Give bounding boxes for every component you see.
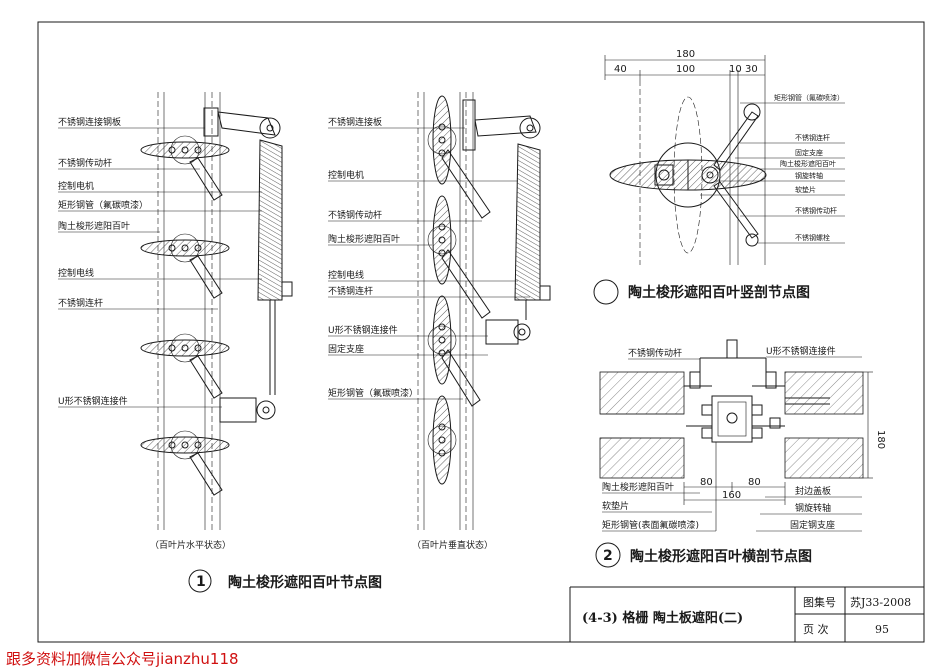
label-control-motor: 控制电机: [58, 180, 94, 192]
sheet-frame: [37, 21, 925, 643]
dim-10: 10: [729, 64, 742, 75]
fig1-number: 1: [196, 574, 206, 590]
fig2-label-fixed-support: 固定支座: [795, 148, 823, 157]
fig2-title-text: 陶土梭形遮阳百叶竖剖节点图: [628, 284, 810, 301]
fig2-labels: 矩形钢管（氟碳喷漆） 不锈钢连杆 固定支座 陶土梭形遮阳百叶 钢旋转轴 软垫片 …: [700, 93, 845, 244]
dim-40: 40: [614, 64, 627, 75]
label-rect-steel-tube-r: 矩形钢管（氟碳喷漆）: [328, 387, 418, 399]
label-stainless-drive-rod-r: 不锈钢传动杆: [328, 209, 382, 221]
fig3-label-edge-cover: 封边盖板: [795, 485, 831, 497]
fig3-horizontal-section: 180 80 80 160: [599, 339, 886, 505]
fig1-title: 1 陶土梭形遮阳百叶节点图: [188, 569, 382, 593]
fig1-left-labels: 不锈钢连接钢板 不锈钢传动杆 控制电机 矩形钢管（氟碳喷漆） 陶土梭形遮阳百叶 …: [58, 116, 262, 408]
fig2-label-rect-tube: 矩形钢管（氟碳喷漆）: [774, 93, 844, 102]
label-u-connector: U形不锈钢连接件: [58, 395, 128, 407]
fig1-right-labels: 不锈钢连接板 控制电机 不锈钢传动杆 陶土梭形遮阳百叶 控制电线 不锈钢连杆 U…: [328, 116, 530, 400]
dim-100: 100: [676, 64, 695, 75]
fig2-label-rotation-shaft: 钢旋转轴: [795, 171, 823, 180]
atlas-value: 苏J33-2008: [850, 596, 911, 609]
fig3-dim-a: 80: [700, 477, 713, 488]
vblade-1: [427, 95, 457, 185]
label-control-wire: 控制电线: [58, 267, 94, 279]
label-clay-blade: 陶土梭形遮阳百叶: [58, 220, 130, 232]
vblade-4: [427, 395, 457, 485]
blade-4: [140, 430, 230, 460]
label-fixed-support: 固定支座: [328, 343, 364, 355]
page-label: 页 次: [803, 622, 829, 636]
caption-horizontal-state: （百叶片水平状态）: [150, 539, 231, 551]
fig3-dim-b: 80: [748, 477, 761, 488]
fig2-label-link-rod: 不锈钢连杆: [795, 133, 830, 142]
fig3-labels: 不锈钢传动杆 U形不锈钢连接件 陶土梭形遮阳百叶 软垫片 矩形钢管(表面氟碳喷漆…: [602, 345, 862, 532]
fig3-label-fixed-support: 固定钢支座: [790, 519, 835, 531]
label-stainless-link-rod-r: 不锈钢连杆: [328, 285, 373, 297]
blade-3: [140, 333, 230, 363]
fig1-right-elevation: [417, 92, 551, 530]
page-value: 95: [875, 623, 889, 636]
label-clay-blade-r: 陶土梭形遮阳百叶: [328, 233, 400, 245]
fig3-dim-h: 180: [875, 430, 886, 449]
label-stainless-drive-rod: 不锈钢传动杆: [58, 157, 112, 169]
fig3-label-clay-blade: 陶土梭形遮阳百叶: [602, 481, 674, 493]
fig2-label-clay-blade: 陶土梭形遮阳百叶: [780, 159, 836, 168]
label-u-connector-r: U形不锈钢连接件: [328, 324, 398, 336]
dim-total: 180: [676, 49, 695, 60]
fig3-dim-c: 160: [722, 490, 741, 501]
fig3-label-rect-tube: 矩形钢管(表面氟碳喷漆): [602, 519, 699, 531]
fig3-label-soft-pad: 软垫片: [602, 500, 629, 512]
label-rect-steel-tube: 矩形钢管（氟碳喷漆）: [58, 199, 148, 211]
fig3-label-drive-rod: 不锈钢传动杆: [628, 347, 682, 359]
label-control-motor-r: 控制电机: [328, 169, 364, 181]
vblade-3: [427, 295, 457, 385]
title-block-title: (4-3) 格栅 陶土板遮阳(二): [582, 610, 743, 626]
fig2-label-bolt: 不锈钢螺栓: [795, 233, 830, 242]
caption-vertical-state: （百叶片垂直状态）: [412, 539, 493, 551]
fig3-title: 2 陶土梭形遮阳百叶横剖节点图: [595, 542, 812, 568]
label-stainless-link-rod: 不锈钢连杆: [58, 297, 103, 309]
fig2-vertical-section: 180 40 100 10 30: [604, 49, 767, 265]
fig1-title-text: 陶土梭形遮阳百叶节点图: [228, 574, 382, 591]
fig2-title: 陶土梭形遮阳百叶竖剖节点图: [593, 279, 810, 305]
fig2-label-drive-rod: 不锈钢传动杆: [795, 206, 837, 215]
fig3-number: 2: [603, 548, 613, 564]
label-stainless-connecting-plate: 不锈钢连接板: [328, 116, 382, 128]
watermark-text: 跟多资料加微信公众号jianzhu118: [6, 650, 239, 668]
fig3-label-u-connector: U形不锈钢连接件: [766, 345, 836, 357]
vblade-2: [427, 195, 457, 285]
fig2-label-soft-pad: 软垫片: [795, 185, 816, 194]
fig3-title-text: 陶土梭形遮阳百叶横剖节点图: [630, 548, 812, 565]
blade-2: [140, 233, 230, 263]
title-block: (4-3) 格栅 陶土板遮阳(二) 图集号 苏J33-2008 页 次 95: [569, 586, 924, 642]
dim-30: 30: [745, 64, 758, 75]
label-stainless-connecting-steel-plate: 不锈钢连接钢板: [58, 116, 121, 128]
atlas-label: 图集号: [803, 595, 836, 609]
fig3-label-rotation-shaft: 钢旋转轴: [795, 502, 831, 514]
label-control-wire-r: 控制电线: [328, 269, 364, 281]
blade-1: [140, 135, 230, 165]
fig1-left-elevation: [140, 92, 293, 530]
